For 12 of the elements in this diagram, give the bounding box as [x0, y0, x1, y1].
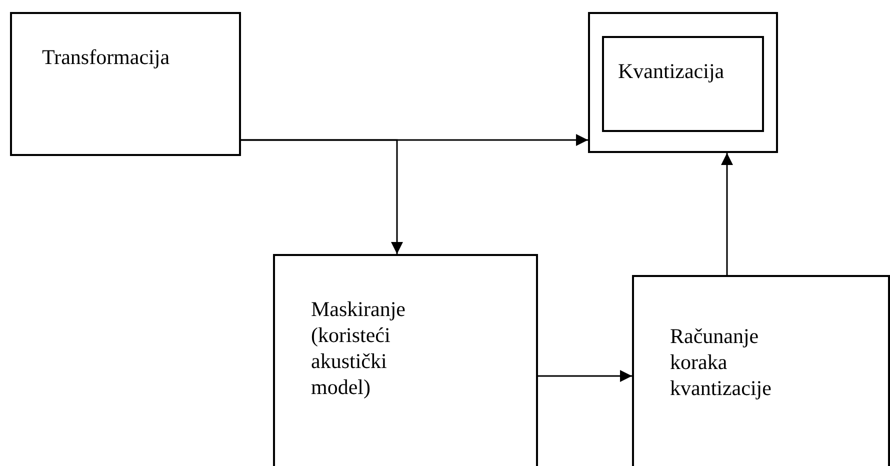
box-label: Kvantizacija [618, 58, 726, 84]
arrow [721, 153, 733, 275]
process-box [273, 254, 538, 466]
process-box [588, 12, 778, 153]
box-label: Transformacija [42, 44, 171, 70]
box-label: Maskiranje (koristeći akustički model) [311, 296, 406, 400]
arrow [538, 370, 632, 382]
process-box [632, 275, 890, 466]
process-box [602, 36, 764, 132]
box-label: Računanje koraka kvantizacije [670, 323, 772, 401]
arrow [241, 139, 403, 254]
process-box [10, 12, 241, 156]
